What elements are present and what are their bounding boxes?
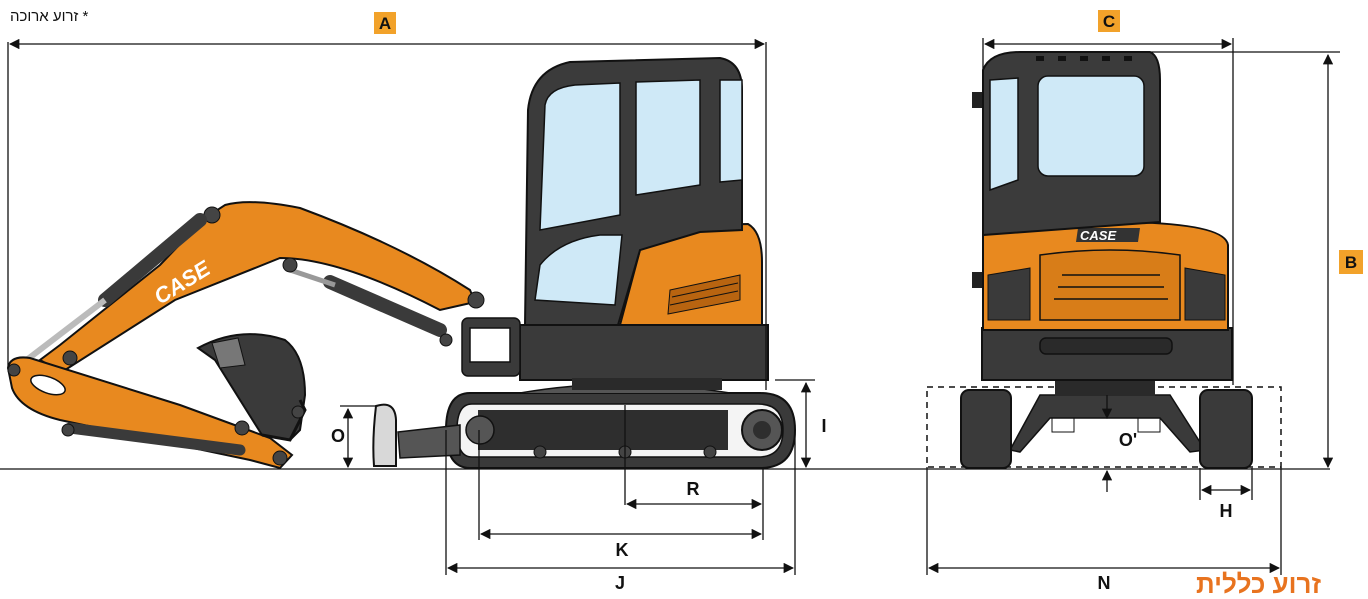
long-arm-note: * זרוע ארוכה bbox=[10, 8, 89, 25]
badge-C: C bbox=[1098, 10, 1120, 32]
bucket bbox=[196, 333, 307, 442]
left-track bbox=[960, 389, 1012, 469]
side-track bbox=[444, 383, 797, 469]
dimension-lines bbox=[7, 38, 1340, 575]
label-H: H bbox=[1220, 501, 1233, 521]
label-R: R bbox=[687, 479, 700, 499]
badge-A: A bbox=[374, 12, 396, 34]
badge-B: B bbox=[1339, 250, 1363, 274]
right-track bbox=[1199, 389, 1253, 469]
rear-logo: CASE bbox=[1080, 228, 1116, 243]
side-view-excavator: CASE bbox=[6, 56, 797, 470]
upper-structure bbox=[461, 56, 769, 390]
brand-heading: זרוע כללית bbox=[1196, 569, 1321, 599]
label-O: O bbox=[331, 426, 345, 446]
rear-view-excavator: CASE bbox=[926, 51, 1282, 469]
label-J: J bbox=[615, 573, 625, 592]
dipper-arm bbox=[6, 350, 294, 470]
label-O-prime: O' bbox=[1119, 430, 1137, 450]
label-C: C bbox=[1103, 12, 1115, 31]
label-I: I bbox=[821, 416, 826, 436]
dozer-blade bbox=[372, 403, 461, 467]
label-B: B bbox=[1345, 253, 1357, 272]
label-K: K bbox=[616, 540, 629, 560]
label-N: N bbox=[1098, 573, 1111, 592]
label-A: A bbox=[379, 14, 391, 33]
